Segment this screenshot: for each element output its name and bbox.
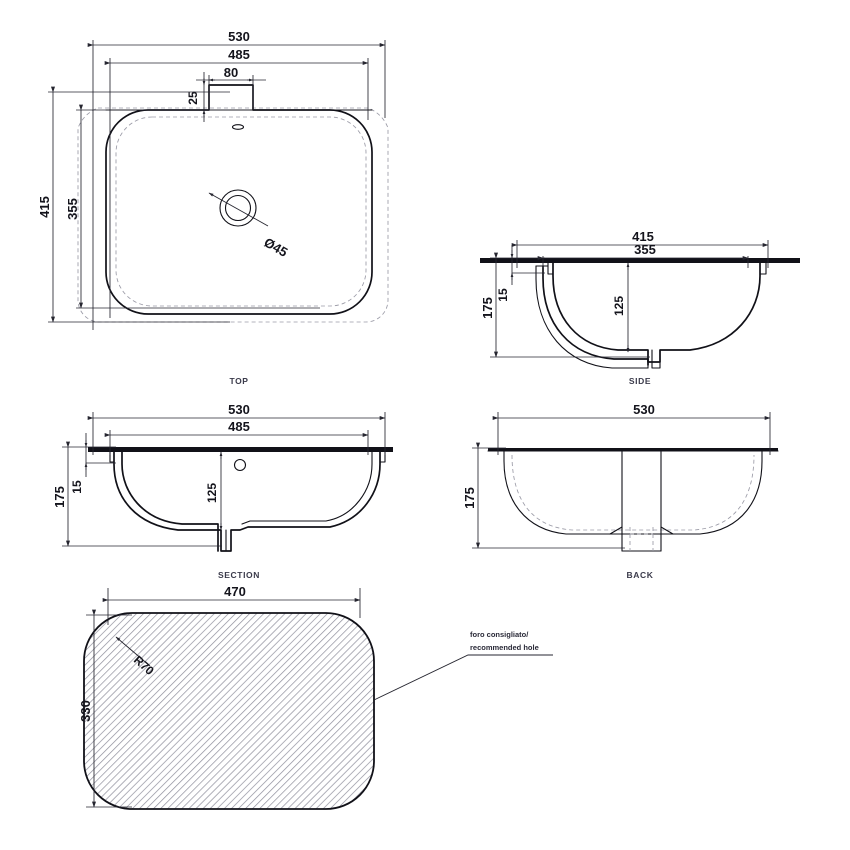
top-dim-label-355: 355 [65,198,80,220]
side-dim-label-125: 125 [612,296,626,316]
top-drain-inner-circle [224,194,252,222]
cutout-dim-label-330: 330 [78,700,93,722]
view-label-top: TOP [229,376,248,386]
back-dim-label-530: 530 [633,402,655,417]
top-drain-leader [208,192,269,227]
view-side: 415 355 175 15 125 SIDE [480,229,800,386]
view-section: 530 485 175 15 125 SECTION [52,402,393,580]
top-drain-outer-circle [219,189,257,227]
side-dim-label-355: 355 [634,242,656,257]
side-dim-label-175: 175 [480,297,495,319]
section-dim-label-175: 175 [52,486,67,508]
top-dim-label-485: 485 [228,47,250,62]
section-rim-lip-left [109,451,115,463]
section-bowl-inner-profile [121,451,219,552]
view-label-side: SIDE [629,376,651,386]
view-back: 530 175 BACK [462,402,779,580]
back-bowl-hidden-inner [511,454,755,531]
cutout-radius-leader [115,636,151,667]
top-bowl-inner-edge [115,116,367,307]
section-bowl-inner-right [241,451,373,525]
back-drain-fillet-left [609,526,623,535]
cutout-note-line-2: recommended hole [470,643,539,652]
top-overflow-slot [231,124,245,130]
side-bowl-inner-wall [542,265,649,366]
section-overflow-hole [233,458,247,472]
side-rim-slab [480,258,800,263]
section-rim-slab [88,447,393,452]
side-dim-label-15: 15 [496,288,510,302]
top-basin-outline [105,84,373,315]
back-drain-fillet-right [660,526,674,535]
section-dim-label-530: 530 [228,402,250,417]
top-dim-label-25: 25 [186,91,200,105]
side-rim-lip-left [547,262,554,275]
section-dim-label-15: 15 [70,480,84,494]
top-dim-label-80: 80 [224,65,238,80]
cutout-note-line-1: foro consigliato/ [470,630,529,639]
view-cutout: 470 330 R70 foro consigliato/ recommende… [78,584,553,810]
cutout-note-leader [373,654,553,701]
section-rim-lip-right [379,451,386,463]
side-bowl-inner-wall-2 [535,265,649,369]
view-label-section: SECTION [218,570,260,580]
section-bowl-outer-profile [113,451,381,552]
side-rim-lip-right [759,262,767,275]
top-dim-label-415: 415 [37,196,52,218]
section-dim-label-485: 485 [228,419,250,434]
back-rim-slab [488,448,778,451]
back-drain-column-hidden [629,527,654,551]
cutout-dim-label-470: 470 [224,584,246,599]
section-dim-label-125: 125 [205,483,219,503]
side-drain-boss [651,349,661,369]
back-dim-label-175: 175 [462,487,477,509]
cutout-hatched-shape [83,612,375,810]
view-label-back: BACK [627,570,654,580]
top-dim-label-530: 530 [228,29,250,44]
side-dim-label-415: 415 [632,229,654,244]
